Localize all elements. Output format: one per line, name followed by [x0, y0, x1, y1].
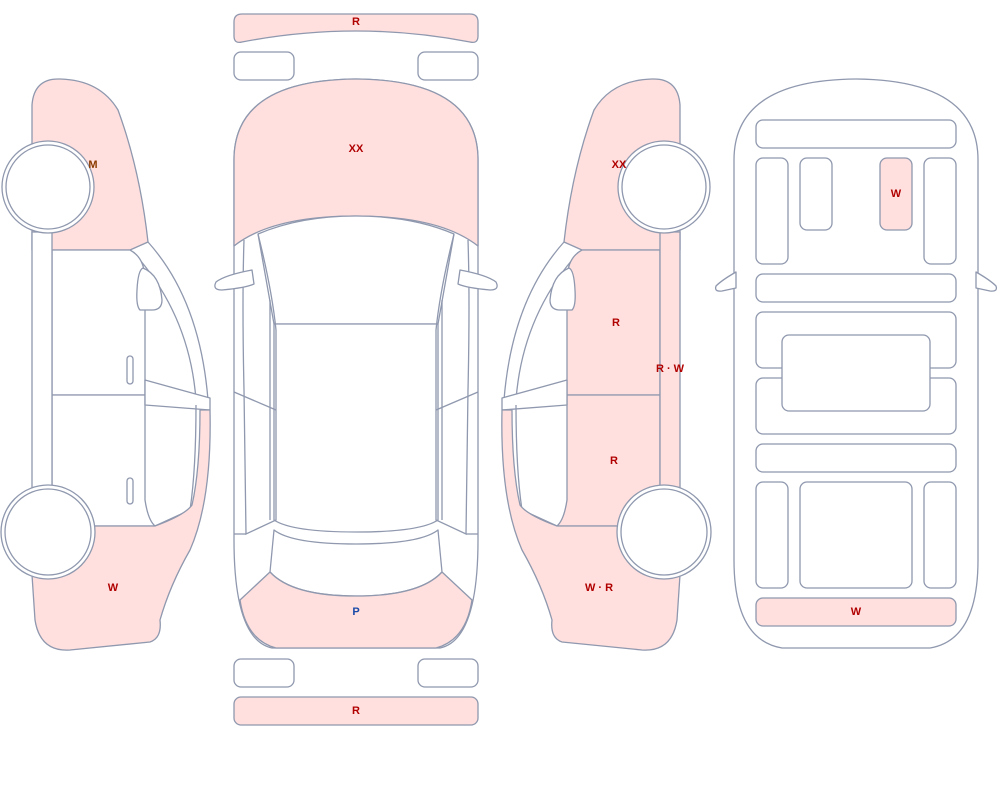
left-front-wheel[interactable]	[5, 144, 91, 230]
left-headlight[interactable]	[233, 51, 295, 81]
front-bumper[interactable]	[233, 13, 479, 44]
top-left-door-line	[233, 391, 277, 411]
top-left-mirror[interactable]	[214, 269, 255, 291]
left-rear-wheel[interactable]	[4, 488, 92, 576]
left-mirror[interactable]	[136, 267, 163, 311]
right-window-frame	[501, 379, 568, 411]
label-right-front-door: R	[612, 317, 620, 329]
interior-right-mirror	[975, 271, 998, 292]
label-left-rear-quarter: W	[108, 582, 119, 594]
label-right-front-fender: XX	[612, 159, 627, 171]
top-view: R XX P R	[214, 13, 498, 726]
interior-front-floor[interactable]	[755, 273, 957, 303]
label-front-bumper: R	[352, 16, 360, 28]
left-a-pillar	[147, 241, 209, 401]
label-interior-cargo: W	[851, 606, 862, 618]
label-right-rear-door: R	[610, 455, 618, 467]
interior-dashboard[interactable]	[755, 119, 957, 149]
roof[interactable]	[273, 323, 439, 533]
left-front-door[interactable]	[51, 249, 146, 396]
right-rear-quarter[interactable]	[501, 409, 681, 651]
right-front-door[interactable]	[566, 249, 661, 396]
right-a-pillar	[503, 241, 565, 401]
label-right-rocker: R · W	[656, 363, 685, 375]
label-left-front-fender: M	[88, 159, 97, 171]
rear-bumper[interactable]	[233, 696, 479, 726]
right-mirror[interactable]	[549, 267, 576, 311]
interior-cargo-area[interactable]	[755, 597, 957, 627]
interior-rear-bench[interactable]	[799, 481, 913, 589]
left-rear-door-handle	[126, 477, 134, 505]
interior-view: W W	[714, 78, 998, 649]
right-taillight[interactable]	[417, 658, 479, 688]
left-window-frame	[144, 379, 211, 411]
label-right-rear-quarter: W · R	[585, 582, 613, 594]
left-taillight[interactable]	[233, 658, 295, 688]
label-interior-rear-seat: W	[891, 188, 902, 200]
interior-front-left-seat[interactable]	[799, 157, 833, 231]
interior-left-mirror	[714, 271, 737, 292]
label-rear-bumper-bottom: R	[352, 705, 360, 717]
right-side-view: XX R R R · W W · R	[501, 78, 712, 651]
right-headlight[interactable]	[417, 51, 479, 81]
interior-front-right-seat[interactable]	[879, 157, 913, 231]
windshield[interactable]	[257, 215, 455, 325]
label-rear-bumper-top: P	[352, 606, 359, 618]
left-front-door-handle	[126, 355, 134, 385]
interior-console[interactable]	[781, 334, 931, 412]
interior-left-rear-panel[interactable]	[755, 481, 789, 589]
interior-rear-floor[interactable]	[755, 443, 957, 473]
right-rear-wheel[interactable]	[620, 488, 708, 576]
top-right-mirror[interactable]	[457, 269, 498, 291]
left-rear-quarter[interactable]	[31, 409, 211, 651]
trunk-lid[interactable]	[239, 571, 473, 649]
label-hood: XX	[349, 143, 364, 155]
interior-left-front-panel[interactable]	[755, 157, 789, 265]
top-right-door-line	[435, 391, 479, 411]
left-rocker-panel[interactable]	[31, 231, 53, 501]
left-side-view: M W	[0, 78, 211, 651]
right-front-wheel[interactable]	[621, 144, 707, 230]
interior-right-front-panel[interactable]	[923, 157, 957, 265]
interior-right-rear-panel[interactable]	[923, 481, 957, 589]
